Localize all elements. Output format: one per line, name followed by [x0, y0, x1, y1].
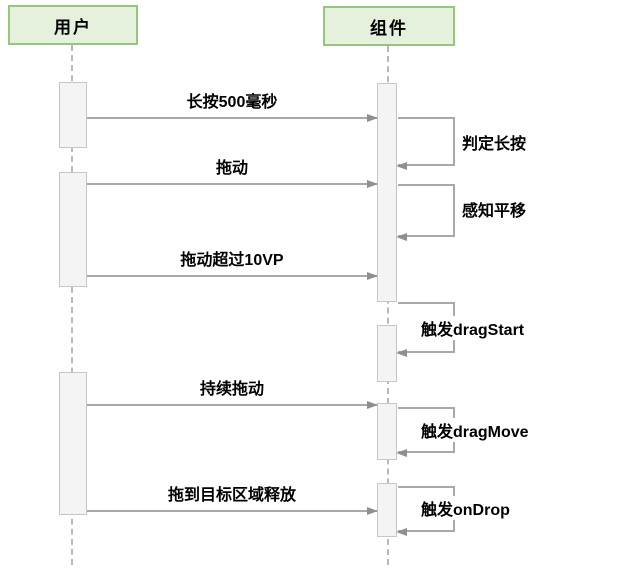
- message-line: [87, 404, 377, 406]
- message-drop-on-target: 拖到目标区域释放: [87, 486, 378, 515]
- arrowhead-left-icon: [396, 162, 407, 170]
- lifeline-user: [71, 45, 73, 565]
- message-line: [87, 275, 377, 277]
- selfloop-label: 感知平移: [460, 197, 529, 221]
- message-drag: 拖动: [87, 159, 378, 188]
- activation-bar-component-4: [377, 483, 397, 537]
- message-long-press-500ms: 长按500毫秒: [87, 93, 378, 122]
- selfloop-sense-pan: [396, 184, 455, 241]
- message-label: 拖动: [215, 160, 249, 177]
- arrowhead-left-icon: [396, 349, 407, 357]
- arrowhead-right-icon: [367, 507, 378, 515]
- message-label: 持续拖动: [199, 381, 265, 398]
- arrowhead-left-icon: [396, 528, 407, 536]
- message-line: [87, 510, 377, 512]
- activation-bar-component-1: [377, 83, 397, 302]
- arrowhead-right-icon: [367, 114, 378, 122]
- actor-box-user: 用户: [8, 5, 138, 45]
- message-line: [87, 183, 377, 185]
- selfloop-label: 触发onDrop: [419, 496, 512, 520]
- message-label: 长按500毫秒: [186, 94, 278, 111]
- message-continuous-drag: 持续拖动: [87, 380, 378, 409]
- selfloop-judge-long-press: [396, 117, 455, 170]
- actor-label-user: 用户: [54, 17, 92, 37]
- arrowhead-left-icon: [396, 233, 407, 241]
- arrowhead-right-icon: [367, 272, 378, 280]
- selfloop-label: 判定长按: [460, 130, 529, 154]
- activation-bar-component-2: [377, 325, 397, 382]
- message-label: 拖到目标区域释放: [167, 487, 297, 504]
- activation-bar-user-3: [59, 372, 87, 515]
- selfloop-label: 触发dragMove: [419, 418, 531, 442]
- activation-bar-user-1: [59, 82, 87, 148]
- activation-bar-user-2: [59, 172, 87, 287]
- message-drag-over-10vp: 拖动超过10VP: [87, 251, 378, 280]
- message-label: 拖动超过10VP: [180, 252, 284, 269]
- arrowhead-right-icon: [367, 180, 378, 188]
- activation-bar-component-3: [377, 403, 397, 460]
- message-line: [87, 117, 377, 119]
- actor-label-component: 组件: [370, 18, 408, 38]
- lifeline-component: [387, 46, 389, 565]
- actor-box-component: 组件: [323, 6, 455, 46]
- selfloop-label: 触发dragStart: [419, 316, 527, 340]
- arrowhead-left-icon: [396, 449, 407, 457]
- arrowhead-right-icon: [367, 401, 378, 409]
